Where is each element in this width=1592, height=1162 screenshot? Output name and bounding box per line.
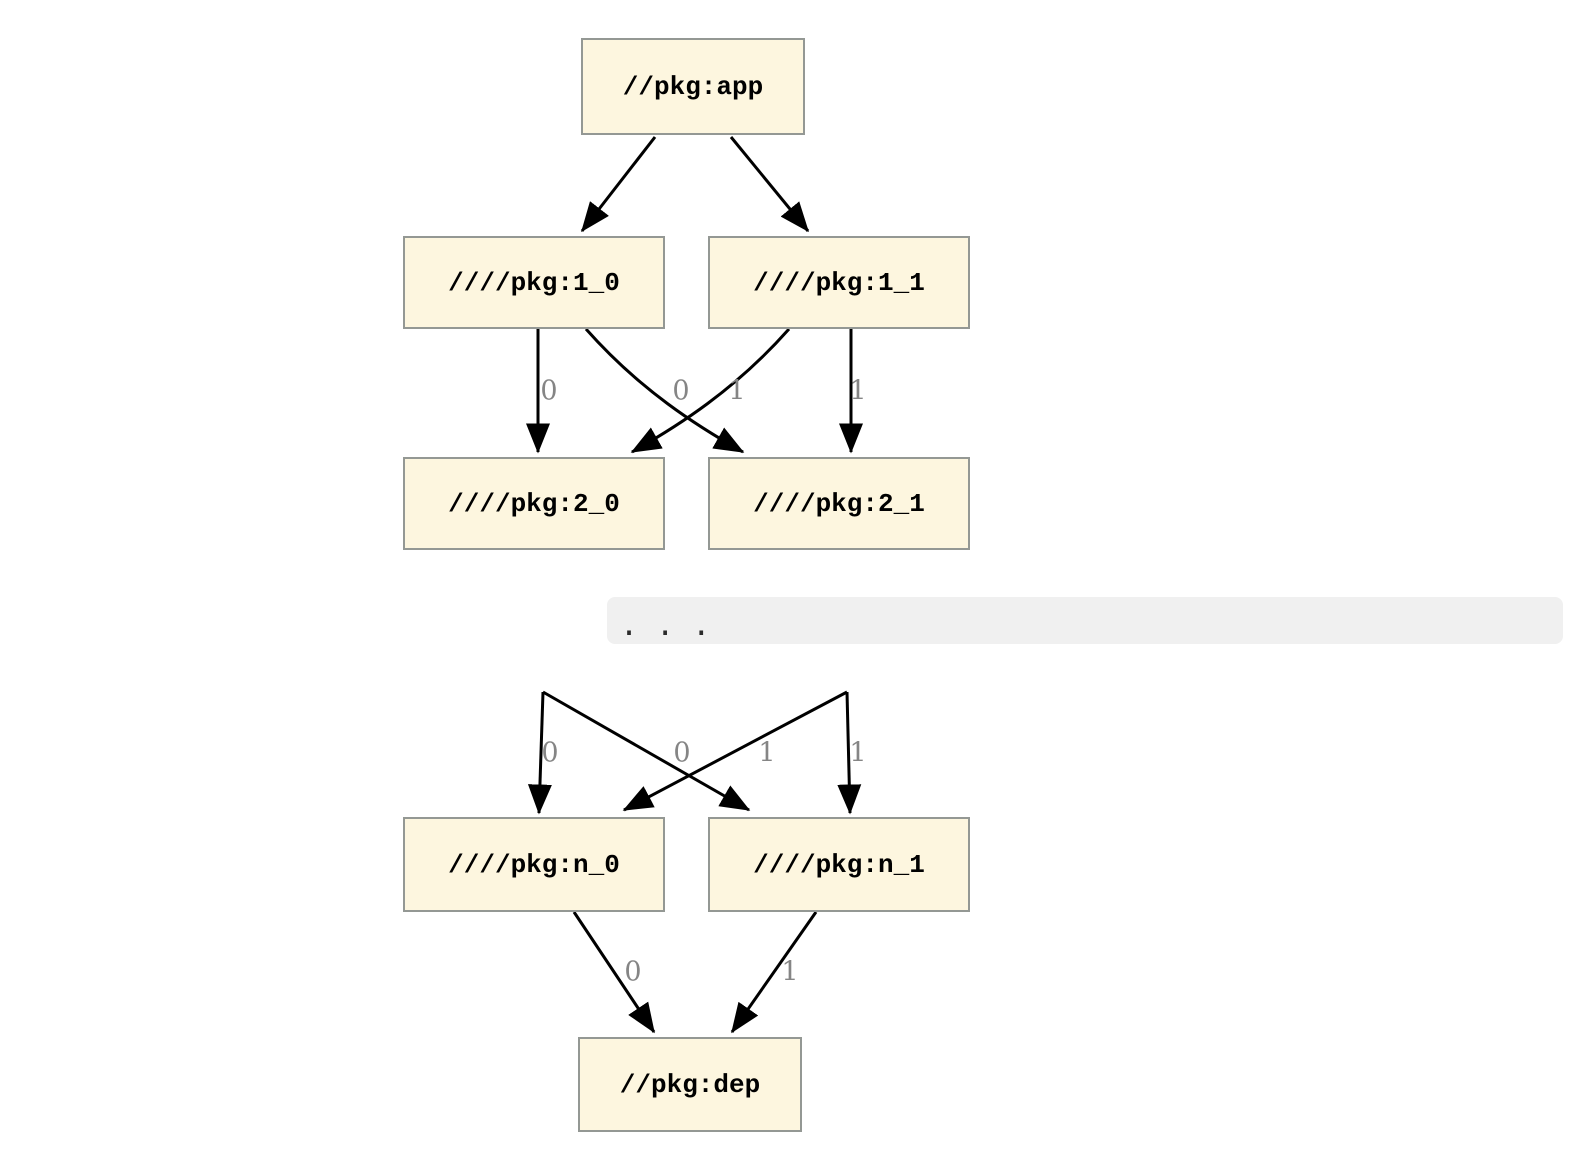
edge-app-to-1_1	[729, 136, 810, 233]
diagram-node-n_1: ////pkg:n_1	[708, 817, 970, 912]
edge-ellipsis-to-n_0-straight	[527, 691, 552, 815]
edge-1_1-to-2_0	[630, 328, 791, 454]
diagram-node-2_1: ////pkg:2_1	[708, 457, 970, 550]
diagram-node-app: //pkg:app	[581, 38, 805, 135]
separator-bar: . . .	[607, 597, 1563, 644]
edge-label-ellipsis-to-n_1-straight: 1	[849, 737, 867, 769]
edge-label-n_0-to-dep: 0	[624, 956, 642, 988]
diagram-node-2_0: ////pkg:2_0	[403, 457, 665, 550]
edge-label-1_0-to-2_0: 0	[540, 375, 558, 407]
ellipsis-text: . . .	[620, 608, 711, 643]
node-label-2_1: ////pkg:2_1	[753, 488, 925, 519]
node-label-2_0: ////pkg:2_0	[448, 488, 620, 519]
diagram-node-1_0: ////pkg:1_0	[403, 236, 665, 329]
edge-ellipsis-to-n_1-straight	[837, 691, 862, 815]
edge-app-to-1_0	[580, 136, 657, 233]
edge-label-ellipsis-to-n_0-straight: 0	[541, 737, 559, 769]
diagram-node-1_1: ////pkg:1_1	[708, 236, 970, 329]
edge-n_0-to-dep	[572, 911, 656, 1034]
edge-1_0-to-2_1	[584, 328, 745, 454]
diagram-node-n_0: ////pkg:n_0	[403, 817, 665, 912]
diagram-node-dep: //pkg:dep	[578, 1037, 802, 1132]
node-label-1_1: ////pkg:1_1	[753, 267, 925, 298]
node-label-1_0: ////pkg:1_0	[448, 267, 620, 298]
node-label-n_0: ////pkg:n_0	[448, 849, 620, 880]
edge-label-1_1-to-2_1: 1	[849, 375, 867, 407]
edge-label-1_1-to-2_0: 1	[728, 375, 746, 407]
node-label-dep: //pkg:dep	[619, 1069, 761, 1100]
node-label-app: //pkg:app	[622, 71, 764, 102]
edge-ellipsis-to-n_0-cross	[622, 690, 848, 812]
edge-label-n_1-to-dep: 1	[781, 956, 799, 988]
edge-ellipsis-to-n_1-cross	[542, 690, 751, 812]
edge-label-ellipsis-to-n_0-cross: 1	[758, 737, 776, 769]
edge-label-ellipsis-to-n_1-cross: 0	[673, 737, 691, 769]
edge-n_1-to-dep	[730, 911, 818, 1034]
node-label-n_1: ////pkg:n_1	[753, 849, 925, 880]
edge-label-1_0-to-2_1: 0	[672, 375, 690, 407]
